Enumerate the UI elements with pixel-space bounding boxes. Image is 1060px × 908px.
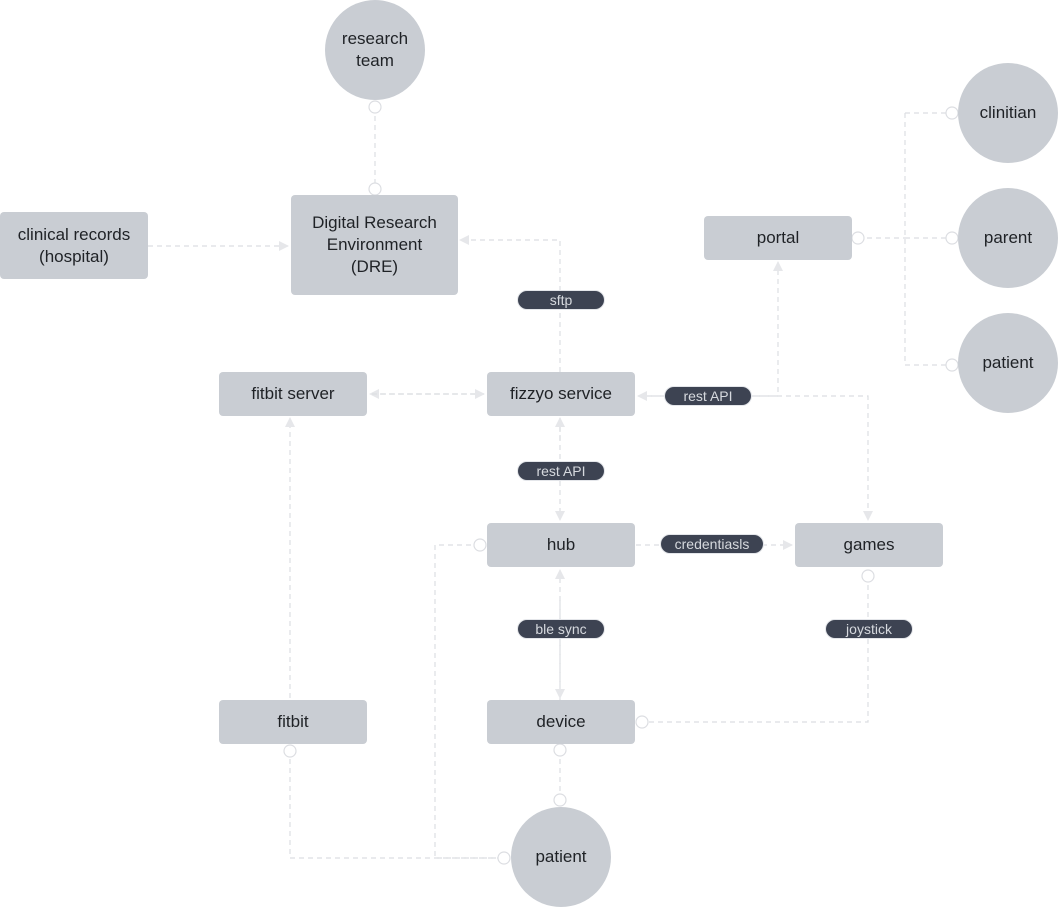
node-clinitian[interactable]: clinitian: [958, 63, 1058, 163]
node-portal[interactable]: portal: [704, 216, 852, 260]
node-label: research team: [341, 29, 409, 70]
port-circle: [473, 538, 487, 552]
port-circle: [368, 100, 382, 114]
node-patient-bottom[interactable]: patient: [511, 807, 611, 907]
port-circle: [553, 743, 567, 757]
edge-games-device: [642, 576, 869, 723]
edge-label-ble-sync: ble sync: [517, 619, 605, 639]
edge-label-joystick: joystick: [825, 619, 913, 639]
node-label: clinitian: [979, 103, 1037, 122]
node-hub[interactable]: hub: [487, 523, 635, 567]
edge-label-sftp: sftp: [517, 290, 605, 310]
edge-fizzyo-portal: [638, 261, 783, 397]
edge-label-rest-api-portal: rest API: [664, 386, 752, 406]
port-circle: [945, 106, 959, 120]
node-patient-right[interactable]: patient: [958, 313, 1058, 413]
node-dre[interactable]: Digital Research Environment (DRE): [291, 195, 458, 295]
node-label: hub: [546, 535, 576, 554]
node-fitbit-server[interactable]: fitbit server: [219, 372, 367, 416]
port-circle: [368, 182, 382, 196]
edge-restapi-games: [750, 395, 873, 521]
port-circle: [635, 715, 649, 729]
edge-fitbit-patient: [289, 750, 502, 859]
node-games[interactable]: games: [795, 523, 943, 567]
edge-portal-users: [858, 112, 952, 366]
node-device[interactable]: device: [487, 700, 635, 744]
edge-hub-patient: [434, 544, 502, 859]
port-circle: [945, 358, 959, 372]
node-label: fizzyo service: [509, 384, 613, 403]
node-research-team[interactable]: research team: [325, 0, 425, 100]
node-label: fitbit: [277, 712, 309, 731]
port-circle: [283, 744, 297, 758]
node-parent[interactable]: parent: [958, 188, 1058, 288]
node-label: patient: [982, 353, 1034, 372]
node-clinical-records[interactable]: clinical records (hospital): [0, 212, 148, 279]
port-circle: [497, 851, 511, 865]
node-label: portal: [756, 228, 800, 247]
node-label: device: [536, 712, 586, 731]
port-circle: [851, 231, 865, 245]
node-label: parent: [983, 228, 1033, 247]
node-label: patient: [535, 847, 587, 866]
node-label: games: [843, 535, 895, 554]
node-fizzyo-service[interactable]: fizzyo service: [487, 372, 635, 416]
node-label: fitbit server: [251, 384, 335, 403]
node-label: Digital Research Environment (DRE): [312, 213, 437, 276]
port-circle: [553, 793, 567, 807]
port-circle: [861, 569, 875, 583]
port-circle: [945, 231, 959, 245]
edge-label-credentials: credentiasls: [660, 534, 764, 554]
edge-label-rest-api-hub: rest API: [517, 461, 605, 481]
node-label: clinical records (hospital): [17, 224, 131, 266]
edge-fizzyo-dre: [459, 235, 561, 372]
node-fitbit[interactable]: fitbit: [219, 700, 367, 744]
